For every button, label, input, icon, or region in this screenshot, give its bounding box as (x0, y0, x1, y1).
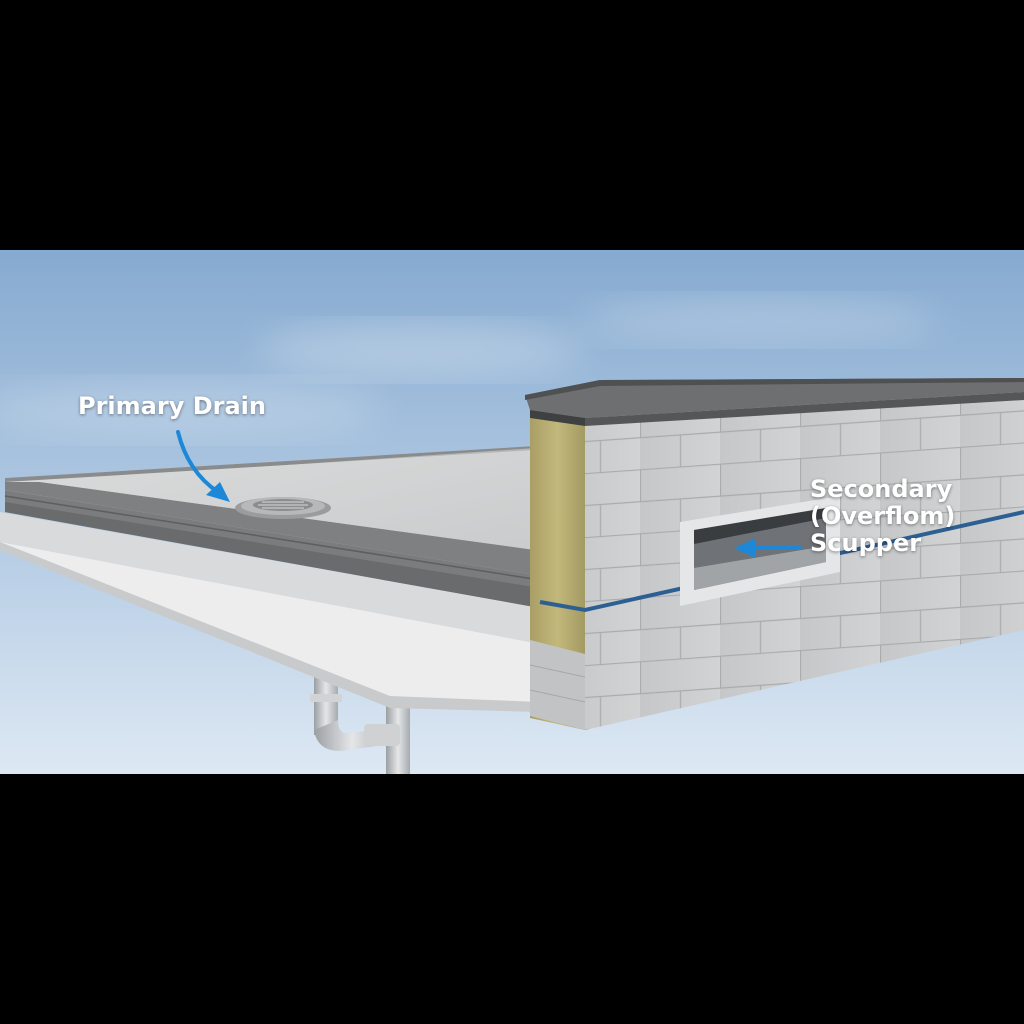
primary-drain-label: Primary Drain (78, 392, 266, 420)
concrete-deck (0, 512, 540, 712)
membrane-flashing-line (539, 510, 1024, 613)
roof-scene-svg (0, 250, 1024, 774)
secondary-label-line-1: Secondary (810, 475, 953, 503)
cloud (260, 322, 580, 378)
cloud (0, 380, 380, 440)
overflow-scupper (680, 496, 840, 606)
secondary-label-line-3: Scupper (810, 529, 922, 557)
arrow-scupper (734, 538, 802, 558)
cloud (580, 296, 940, 344)
metal-coping (525, 378, 1024, 426)
roof-drainage-illustration (0, 250, 1024, 774)
roof-insulation (4, 490, 541, 608)
primary-drain (235, 497, 331, 519)
secondary-label-line-2: (Overflom) (810, 502, 956, 530)
secondary-scupper-label: Secondary (Overflom) Scupper (810, 476, 955, 557)
arrow-primary-drain (176, 430, 230, 502)
